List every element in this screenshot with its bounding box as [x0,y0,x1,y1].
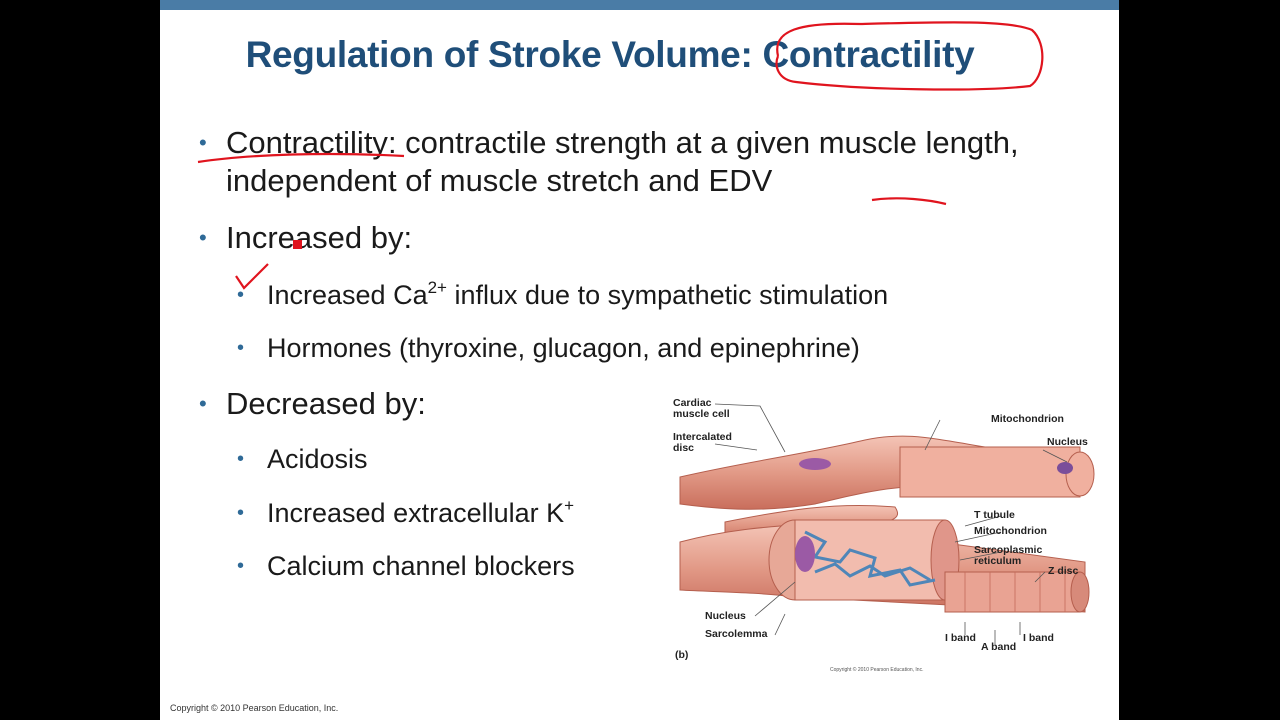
label-mitochondrion-top: Mitochondrion [991,413,1064,425]
label-i-band-left: I band [945,632,976,644]
footer-copyright: Copyright © 2010 Pearson Education, Inc. [170,703,339,713]
sub-bullet-potassium: • Increased extracellular K+ [237,496,575,530]
label-sarcolemma: Sarcolemma [705,628,768,640]
slide: Regulation of Stroke Volume: Contractili… [160,0,1119,720]
bullet-text: Decreased by: [226,386,426,421]
sub-text-post: influx due to sympathetic stimulation [446,280,889,310]
definition-text: : contractile strength at a given muscle… [226,125,1019,198]
sub-bullet-acidosis: • Acidosis [237,442,368,476]
superscript-charge: 2+ [427,278,447,297]
bullet-contractility-definition: • Contractility: contractile strength at… [199,124,1046,200]
bullet-dot: • [237,337,245,359]
label-mitochondrion: Mitochondrion [974,525,1047,537]
sub-text: Hormones (thyroxine, glucagon, and epine… [267,333,860,363]
label-z-disc: Z disc [1048,565,1079,577]
label-line: Sarcoplasmic [974,544,1043,556]
slide-title: Regulation of Stroke Volume: Contractili… [160,34,1060,76]
superscript-charge: + [564,496,575,515]
sub-bullet-hormones: • Hormones (thyroxine, glucagon, and epi… [237,331,860,365]
bullet-increased-by: • Increased by: [199,219,413,257]
label-line: muscle cell [673,408,730,420]
label-nucleus: Nucleus [705,610,746,622]
sub-bullet-calcium-influx: • Increased Ca2+ influx due to sympathet… [237,278,889,312]
cardiac-muscle-illustration [679,403,1095,644]
bullet-dot: • [237,448,245,470]
label-line: Intercalated [673,431,732,443]
label-a-band: A band [981,641,1017,653]
bullet-dot: • [199,391,207,416]
title-highlight: Contractility [762,34,975,75]
bullet-dot: • [237,555,245,577]
label-panel-b: (b) [675,649,689,661]
label-line: disc [673,442,695,454]
term-contractility: Contractility [226,125,388,160]
label-line: Cardiac [673,397,712,409]
top-bar [160,0,1119,10]
sub-text-pre: Increased Ca [267,280,428,310]
label-nucleus-top: Nucleus [1047,436,1088,448]
sub-text: Calcium channel blockers [267,551,575,581]
term-edv: EDV [708,163,773,198]
label-line: reticulum [974,555,1022,567]
bullet-dot: • [199,225,207,250]
sub-bullet-calcium-blockers: • Calcium channel blockers [237,549,575,583]
figure-copyright: Copyright © 2010 Pearson Education, Inc. [830,667,924,673]
sub-text-pre: Increased extracellular K [267,498,565,528]
label-i-band-right: I band [1023,632,1054,644]
title-main: Regulation of Stroke Volume: [245,34,763,75]
bullet-dot: • [237,502,245,524]
label-t-tubule: T tubule [974,509,1015,521]
bullet-dot: • [199,130,207,155]
bullet-dot: • [237,284,245,306]
bullet-text: Increased by: [226,220,413,255]
bullet-decreased-by: • Decreased by: [199,385,426,423]
sub-text: Acidosis [267,444,368,474]
